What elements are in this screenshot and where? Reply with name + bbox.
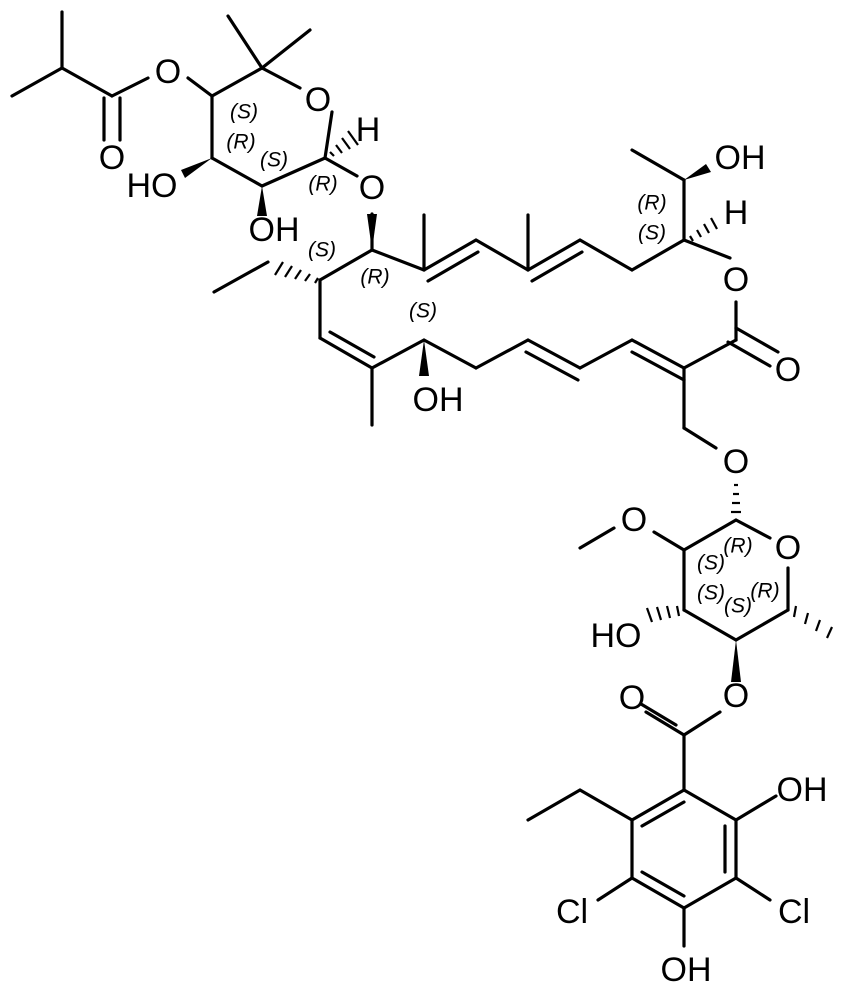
stereo-label: (S) bbox=[308, 239, 336, 262]
stereo-label: (R) bbox=[308, 173, 337, 196]
stereo-label: (R) bbox=[750, 580, 779, 603]
atom-label: OH bbox=[715, 139, 766, 177]
stereo-label: (S) bbox=[260, 149, 288, 172]
atom-label: HO bbox=[127, 167, 178, 205]
atom-label: H bbox=[356, 111, 381, 149]
stereo-label: (S) bbox=[638, 222, 666, 245]
atom-label: H bbox=[724, 194, 749, 232]
atom-label: O bbox=[621, 501, 647, 539]
atom-label: Cl bbox=[556, 893, 588, 931]
atom-labels: O O O H HO OH O OH H O O OH O O O HO O O… bbox=[99, 53, 828, 989]
atom-label: Cl bbox=[778, 893, 810, 931]
stereo-label: (R) bbox=[226, 131, 255, 154]
atom-label: OH bbox=[661, 951, 712, 989]
stereo-label: (S) bbox=[697, 552, 725, 575]
atom-label: O bbox=[775, 351, 801, 389]
stereo-label: (S) bbox=[409, 300, 437, 323]
atom-label: O bbox=[723, 677, 749, 715]
stereo-descriptors: (S) (R) (S) (R) (S) (R) (S) (R) (S) (R) … bbox=[226, 101, 779, 618]
atom-label: OH bbox=[413, 381, 464, 419]
stereo-label: (S) bbox=[697, 582, 725, 605]
stereo-label: (S) bbox=[230, 101, 258, 124]
atom-label: OH bbox=[777, 771, 828, 809]
atom-label: O bbox=[305, 81, 331, 119]
atom-label: O bbox=[723, 443, 749, 481]
stereo-bonds bbox=[181, 130, 834, 682]
atom-label: O bbox=[155, 53, 181, 91]
atom-label: O bbox=[723, 261, 749, 299]
stereo-label: (S) bbox=[724, 595, 752, 618]
stereo-label: (R) bbox=[723, 535, 752, 558]
atom-label: O bbox=[359, 169, 385, 207]
atom-label: HO bbox=[591, 617, 642, 655]
bonds bbox=[10, 10, 790, 948]
stereo-label: (R) bbox=[360, 266, 389, 289]
atom-label: O bbox=[775, 529, 801, 567]
atom-label: O bbox=[619, 679, 645, 717]
stereo-label: (R) bbox=[637, 192, 666, 215]
atom-label: O bbox=[99, 139, 125, 177]
hash-bonds bbox=[274, 130, 834, 639]
atom-label: OH bbox=[249, 211, 300, 249]
